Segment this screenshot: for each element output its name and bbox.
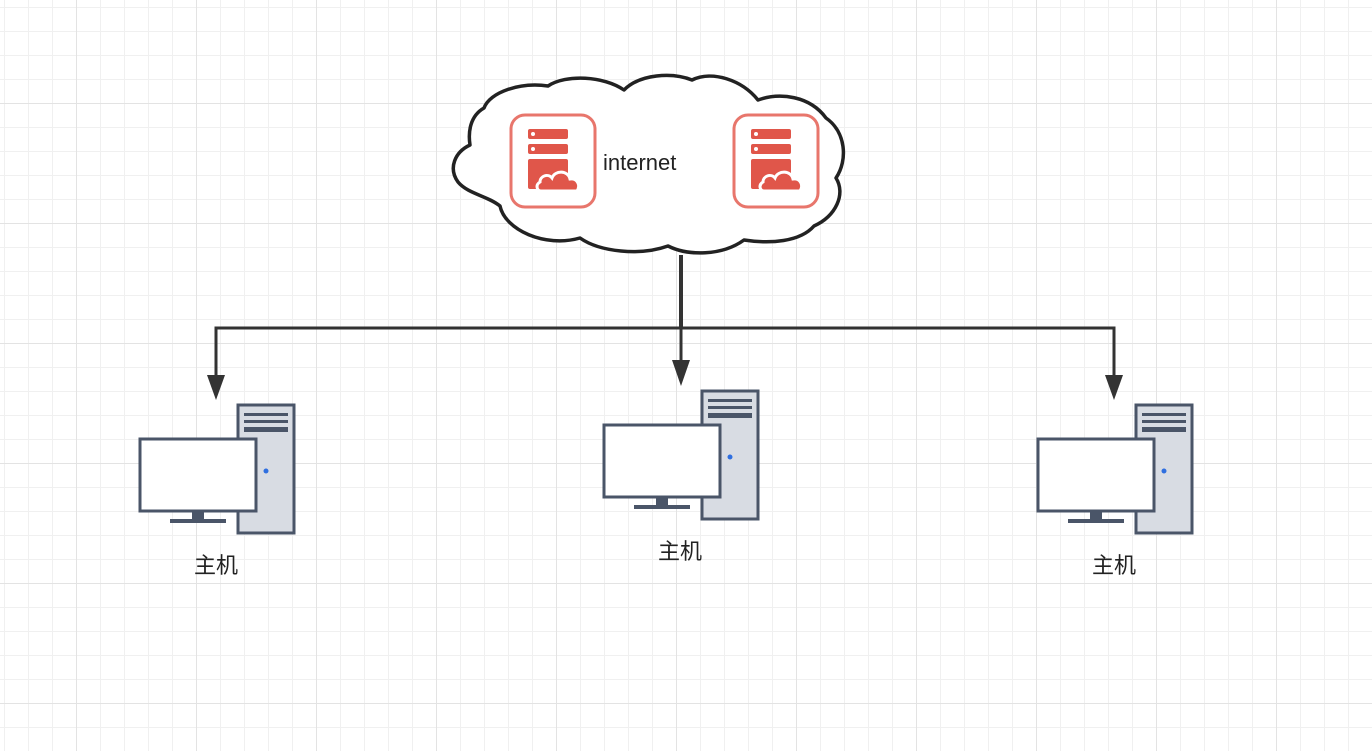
cloud-server-icon bbox=[509, 113, 597, 209]
connector-to-host-3 bbox=[681, 326, 1116, 380]
desktop-computer-icon bbox=[602, 389, 760, 521]
cloud-server-icon bbox=[732, 113, 820, 209]
internet-cloud[interactable] bbox=[451, 73, 846, 255]
arrowhead-host-3 bbox=[1105, 375, 1123, 400]
host-label: 主机 bbox=[657, 539, 702, 564]
desktop-computer-icon bbox=[1036, 403, 1194, 535]
internet-label: internet bbox=[603, 150, 677, 175]
connector-to-host-1 bbox=[214, 326, 681, 380]
host-computer-2[interactable] bbox=[602, 389, 760, 521]
arrowhead-host-2 bbox=[672, 360, 690, 386]
connector-lines bbox=[207, 255, 1123, 400]
host-computer-1[interactable] bbox=[138, 403, 296, 535]
host-label: 主机 bbox=[1091, 553, 1136, 578]
desktop-computer-icon bbox=[138, 403, 296, 535]
host-computer-3[interactable] bbox=[1036, 403, 1194, 535]
host-label: 主机 bbox=[193, 553, 238, 578]
arrowhead-host-1 bbox=[207, 375, 225, 400]
